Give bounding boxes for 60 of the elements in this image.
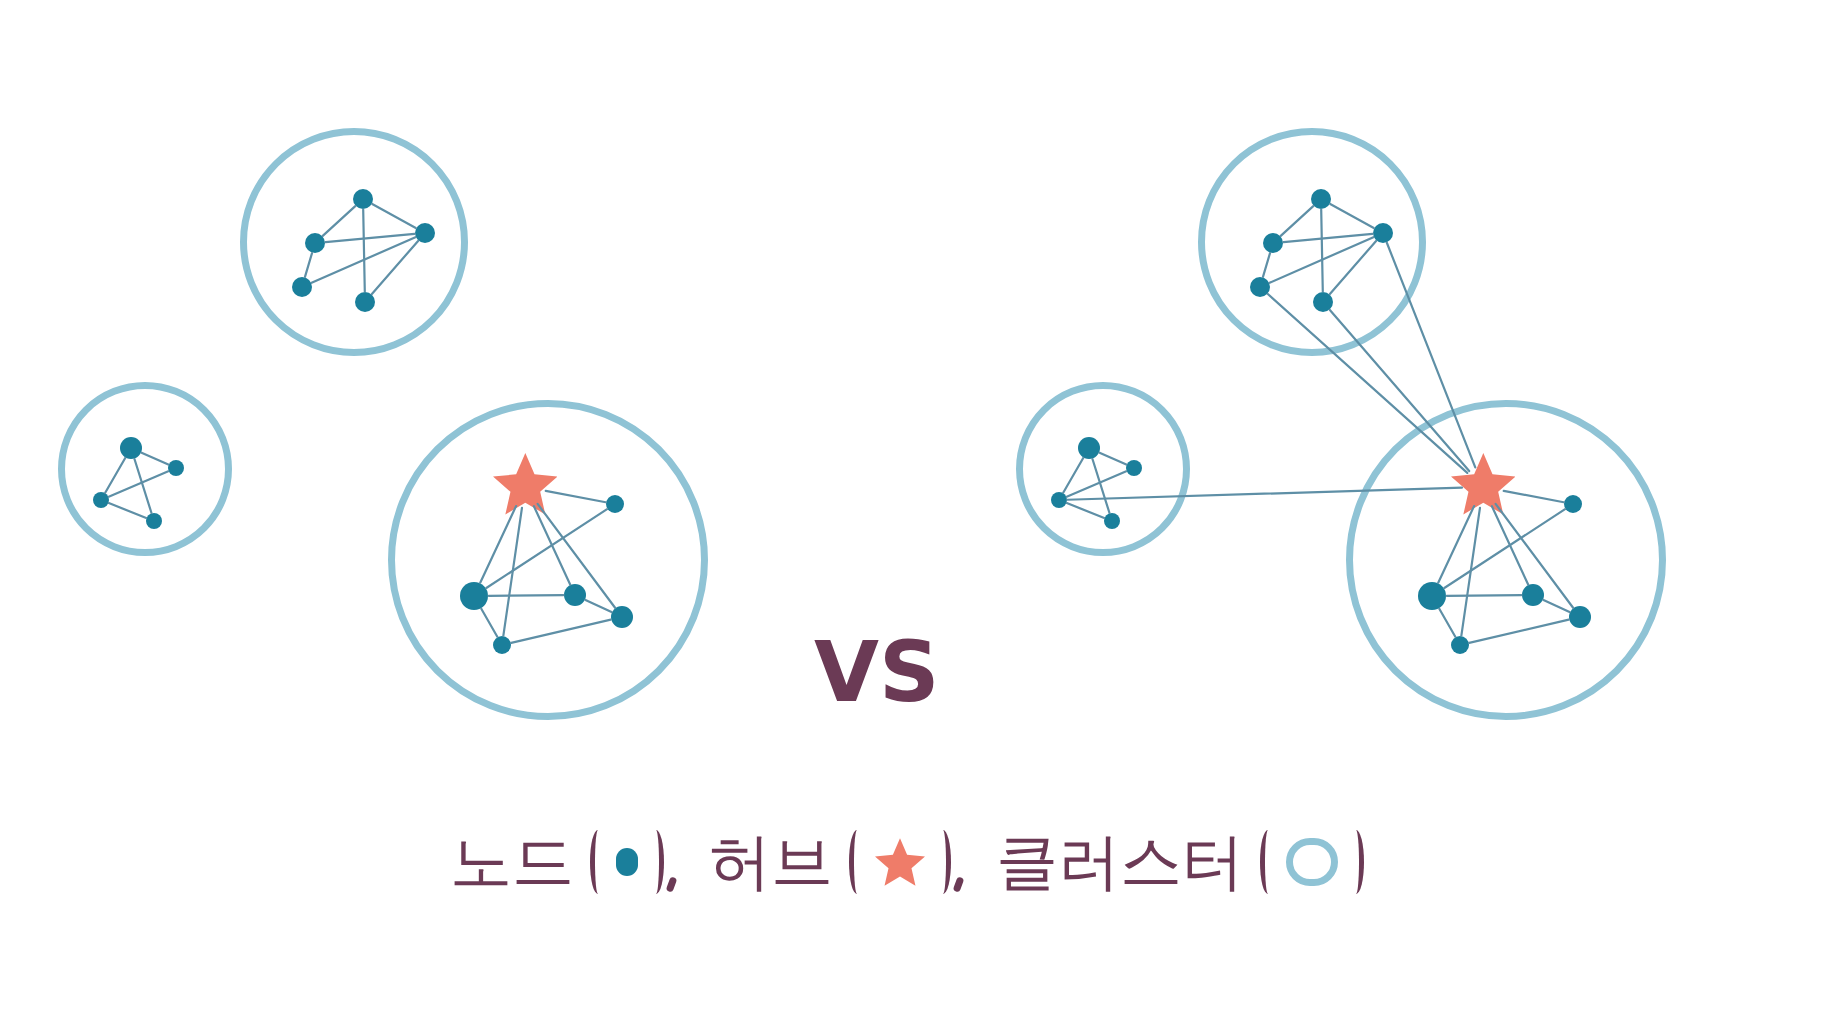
connector-line — [1438, 607, 1457, 638]
connector-line — [510, 618, 612, 644]
cluster-ring — [1016, 382, 1190, 556]
connector-line — [362, 208, 366, 293]
legend-label: 클러스터 — [996, 831, 1244, 893]
connector-line — [1460, 506, 1482, 637]
connector-line — [321, 205, 357, 237]
connector-line — [1443, 508, 1567, 590]
connector-line — [532, 505, 572, 586]
connector-line — [1329, 202, 1375, 230]
connector-line — [133, 457, 153, 515]
connector-line — [1490, 505, 1530, 586]
hub-star — [1450, 453, 1516, 515]
connector-line — [140, 451, 170, 466]
connector-line — [1268, 236, 1375, 284]
connector-line — [1542, 598, 1571, 614]
connector-line — [104, 456, 127, 494]
connector-line — [107, 502, 148, 519]
cluster-ring — [388, 400, 708, 720]
legend-label: 노드 — [450, 831, 574, 893]
connector-line — [1282, 232, 1374, 244]
connector-line — [1065, 470, 1128, 498]
connector-line — [479, 505, 518, 584]
connector-line — [1065, 502, 1106, 519]
connector-line — [502, 506, 524, 637]
connector-line — [324, 232, 416, 244]
connector-line — [584, 598, 613, 614]
connector-line — [1494, 502, 1575, 609]
connector-line — [303, 251, 314, 279]
connector-line — [1445, 594, 1523, 597]
connector-line — [480, 607, 499, 638]
connector-line — [1328, 239, 1378, 296]
connector-line — [1328, 308, 1471, 473]
connector-line — [1266, 292, 1469, 475]
connector-line — [1098, 451, 1128, 466]
hub-star — [492, 453, 558, 515]
connector-line — [544, 489, 607, 504]
connector-line — [107, 470, 170, 498]
connector-line — [1091, 457, 1111, 515]
connector-line — [487, 594, 565, 597]
connector-line — [1502, 489, 1565, 504]
cluster-ring — [1346, 400, 1666, 720]
connector-line — [371, 202, 417, 230]
legend-label: 허브 — [709, 831, 833, 893]
connector-line — [536, 502, 617, 609]
connector-line — [370, 239, 420, 296]
cluster-ring — [240, 128, 468, 356]
connector-line — [1320, 208, 1324, 293]
cluster-ring — [1198, 128, 1426, 356]
connector-line — [1066, 486, 1464, 501]
connector-line — [1279, 205, 1315, 237]
vs-label: VS — [814, 630, 940, 714]
connector-line — [1468, 618, 1570, 644]
cluster-ring — [58, 382, 232, 556]
connector-line — [1385, 241, 1477, 469]
connector-line — [1261, 251, 1272, 279]
connector-line — [1437, 505, 1476, 584]
connector-line — [1062, 456, 1085, 494]
connector-line — [485, 508, 609, 590]
connector-line — [310, 236, 417, 284]
